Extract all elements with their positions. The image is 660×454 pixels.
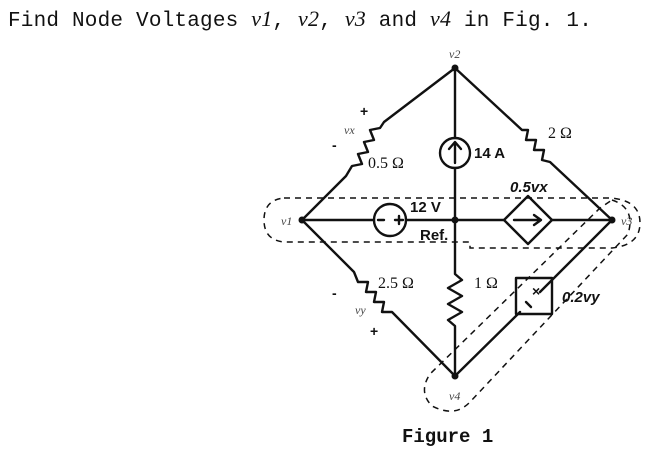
wire-v3-v4: [453, 218, 614, 378]
figure-caption: Figure 1: [402, 426, 494, 448]
plus-icon: [393, 214, 405, 226]
wire-v1-v2: [300, 66, 457, 222]
label-control-vy: vy: [355, 303, 366, 317]
supernode-outline-diagonal: [423, 199, 631, 412]
supernode-outline-left: [263, 197, 641, 249]
separator: ,: [319, 10, 345, 33]
label-node-v4: v4: [449, 389, 460, 403]
label-node-v1: v1: [281, 214, 292, 228]
label-vccs: 0.5vx: [510, 179, 548, 196]
wire-v1-v4: [300, 218, 457, 378]
sign-vx-minus: -: [332, 137, 337, 153]
wire-v2-v3: [453, 66, 614, 222]
var-v4: v4: [430, 6, 452, 31]
problem-suffix: in Fig. 1.: [451, 10, 592, 33]
voltage-source-12v: [372, 202, 408, 238]
label-r-half: 0.5 Ω: [368, 155, 404, 172]
vcvs-tick: [524, 300, 533, 309]
label-r-two-half: 2.5 Ω: [378, 275, 414, 292]
dependent-current-source: [502, 194, 554, 246]
label-r-two: 2 Ω: [548, 125, 572, 142]
dependent-voltage-source: [514, 276, 554, 316]
label-r-one: 1 Ω: [474, 275, 498, 292]
sign-vy-minus: -: [332, 285, 337, 301]
current-source-14a: [438, 136, 472, 170]
circuit-diagram: v2 v1 v3 v4 0.5 Ω 2 Ω 2.5 Ω 1 Ω 14 A 12 …: [263, 47, 641, 412]
label-control-vx: vx: [344, 123, 355, 137]
vcvs-x-mark: ×: [532, 283, 540, 299]
label-reference: Ref.: [420, 227, 448, 244]
separator: ,: [272, 10, 299, 33]
label-current-source: 14 A: [474, 145, 505, 162]
wire-ref-v4: [446, 218, 464, 378]
label-node-v3: v3: [621, 214, 632, 228]
label-voltage-source: 12 V: [410, 199, 441, 216]
problem-prefix: Find Node Voltages: [8, 10, 252, 33]
sign-vy-plus: +: [370, 323, 378, 339]
label-node-v2: v2: [449, 47, 460, 61]
label-vcvs: 0.2vy: [562, 289, 600, 306]
var-v2: v2: [298, 6, 320, 31]
var-v3: v3: [344, 6, 366, 31]
problem-statement: Find Node Voltages v1, v2, v3 and v4 in …: [8, 6, 592, 33]
var-v1: v1: [251, 6, 273, 31]
sign-vx-plus: +: [360, 103, 368, 119]
arrow-up-icon: [447, 140, 463, 165]
word-and: and: [365, 10, 430, 33]
arrow-right-icon: [512, 213, 543, 227]
